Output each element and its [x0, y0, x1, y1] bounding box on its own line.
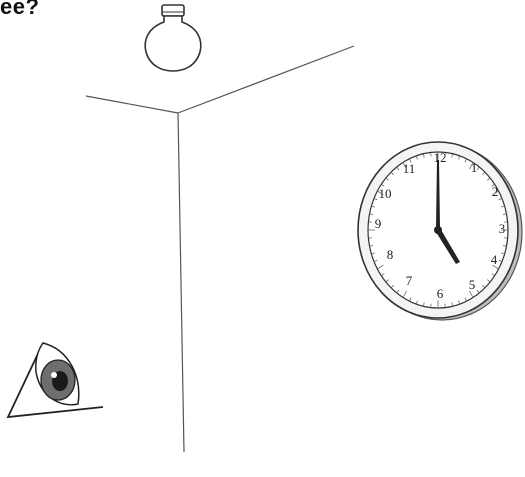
ceiling-left-edge	[86, 96, 178, 113]
bulb-socket	[162, 5, 184, 16]
room-corner-lines	[86, 46, 354, 452]
numeral-9: 9	[375, 216, 382, 231]
numeral-4: 4	[491, 252, 498, 267]
wall-corner-edge	[178, 113, 184, 452]
numeral-8: 8	[387, 247, 394, 262]
eye-icon	[8, 343, 103, 417]
numeral-5: 5	[469, 277, 476, 292]
numeral-3: 3	[499, 221, 506, 236]
eye-highlight	[51, 372, 57, 378]
numeral-1: 1	[471, 160, 478, 175]
ceiling-right-edge	[178, 46, 354, 113]
clock-center-pin	[434, 226, 442, 234]
numeral-12: 12	[434, 150, 447, 165]
numeral-6: 6	[437, 286, 444, 301]
light-bulb-icon	[145, 5, 201, 71]
wall-clock-icon: 12 1 2 3 4 5 6 7 8 9 10 11	[358, 142, 522, 320]
numeral-11: 11	[403, 161, 416, 176]
numeral-10: 10	[379, 186, 392, 201]
bulb-glass	[145, 16, 201, 71]
numeral-7: 7	[406, 273, 413, 288]
